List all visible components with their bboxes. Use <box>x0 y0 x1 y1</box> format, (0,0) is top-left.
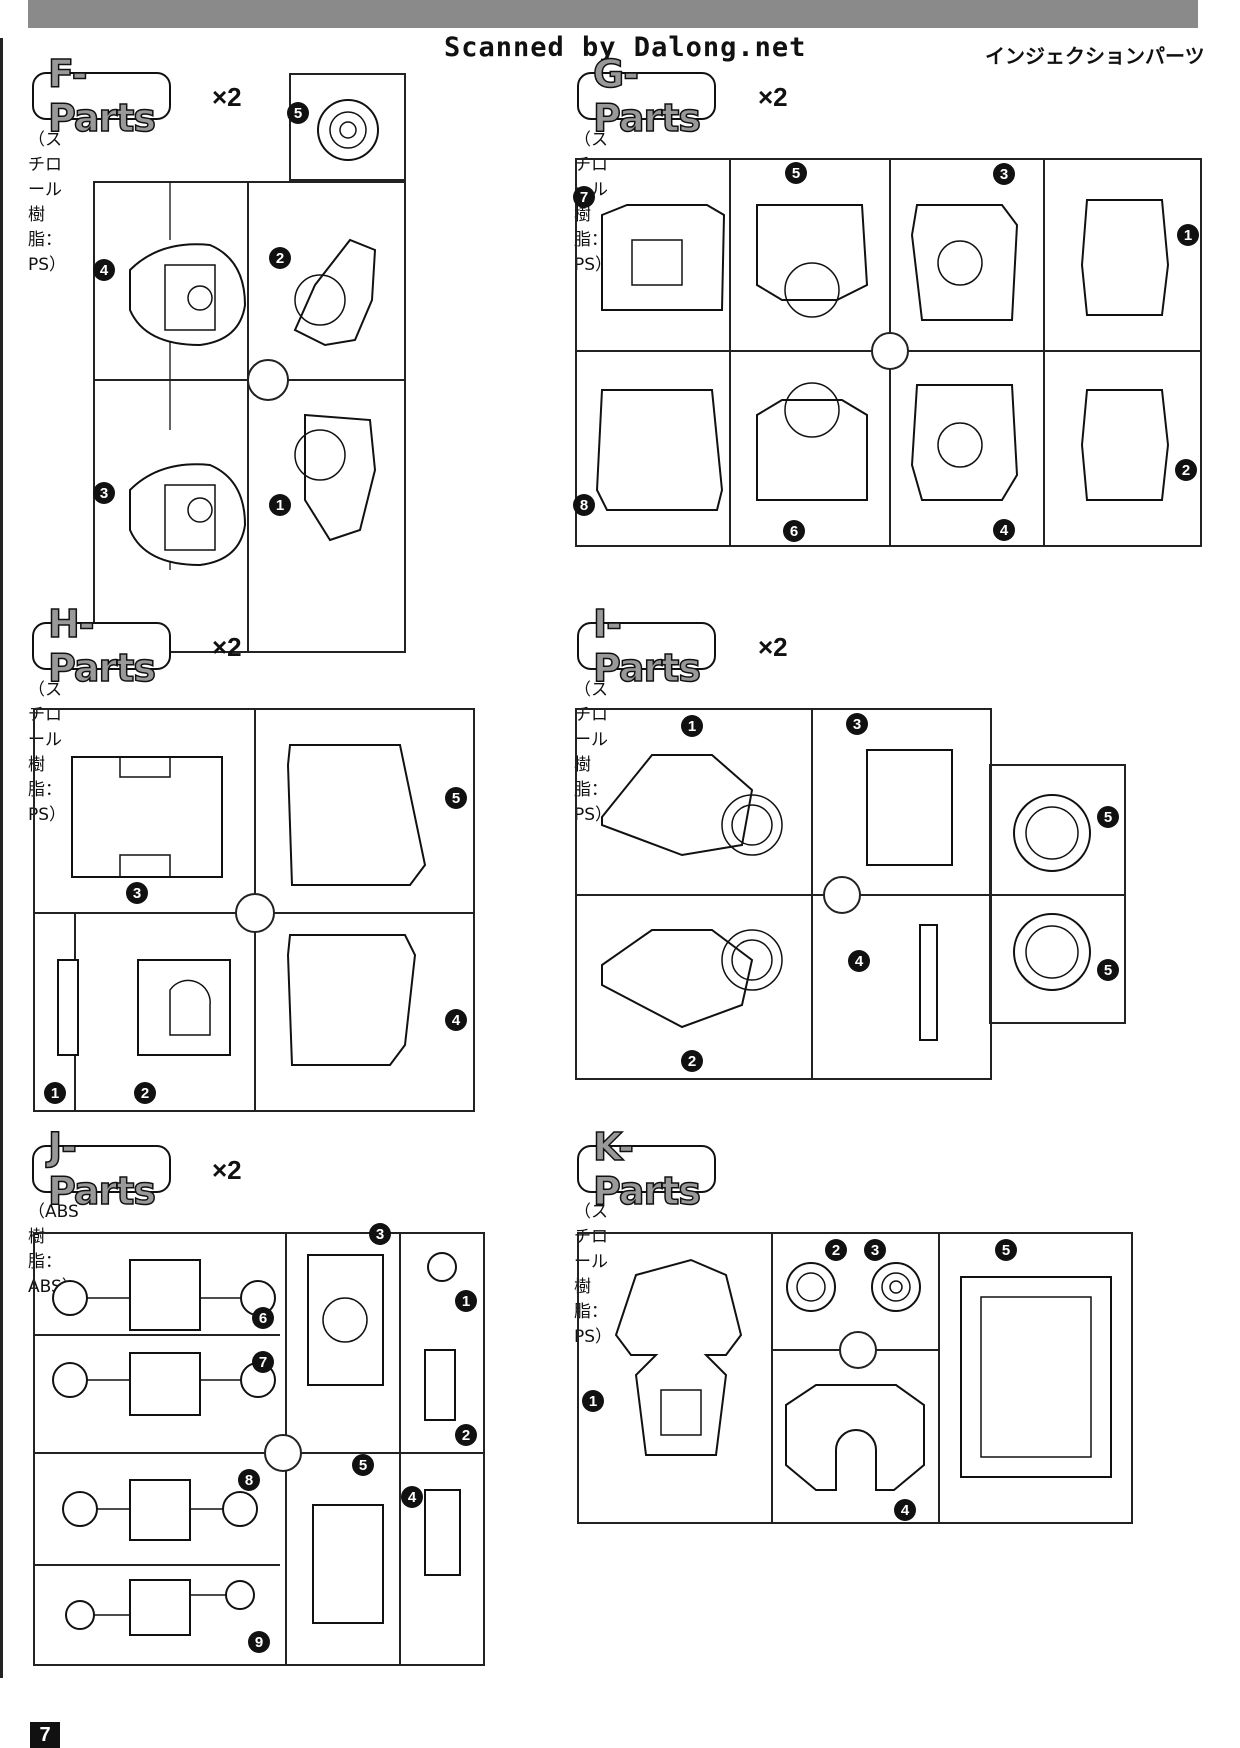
f-parts-material: （スチロール樹脂：PS） <box>28 130 67 275</box>
k-parts-runner: 2 3 5 1 4 <box>577 1232 1133 1524</box>
svg-text:6: 6 <box>259 1310 267 1327</box>
section-title: インジェクションパーツ <box>985 44 1205 68</box>
svg-text:2: 2 <box>276 250 284 267</box>
g-label-8: 8 <box>573 494 595 516</box>
j-label-7: 7 <box>252 1351 274 1373</box>
f-label-5: 5 <box>287 102 309 124</box>
svg-text:2: 2 <box>462 1427 470 1444</box>
h-label-3: 3 <box>126 882 148 904</box>
i-label-1: 1 <box>681 715 703 737</box>
top-bar <box>28 0 1198 28</box>
svg-text:3: 3 <box>1000 166 1008 183</box>
svg-text:8: 8 <box>580 497 588 514</box>
svg-text:2: 2 <box>141 1085 149 1102</box>
i-parts-runner: 1 3 4 2 5 5 <box>575 708 1126 1080</box>
svg-text:5: 5 <box>1104 809 1112 826</box>
i-label-2: 2 <box>681 1050 703 1072</box>
svg-text:6: 6 <box>790 523 798 540</box>
f-parts-runner: 5 4 2 3 1 <box>93 73 406 653</box>
h-label-5: 5 <box>445 787 467 809</box>
svg-text:1: 1 <box>1184 227 1192 244</box>
svg-text:1: 1 <box>688 718 696 735</box>
j-label-2: 2 <box>455 1424 477 1446</box>
k-label-2: 2 <box>825 1239 847 1261</box>
h-parts-multiplier: ×2 <box>212 632 242 662</box>
k-label-4: 4 <box>894 1499 916 1521</box>
svg-text:8: 8 <box>245 1472 253 1489</box>
j-label-1: 1 <box>455 1290 477 1312</box>
page-number: 7 <box>30 1722 60 1748</box>
svg-text:3: 3 <box>376 1226 384 1243</box>
k-parts-title: K-Parts <box>577 1124 716 1214</box>
j-label-9: 9 <box>248 1631 270 1653</box>
svg-text:4: 4 <box>452 1012 461 1029</box>
svg-text:7: 7 <box>259 1354 267 1371</box>
svg-text:5: 5 <box>1002 1242 1010 1259</box>
svg-text:5: 5 <box>359 1457 367 1474</box>
svg-text:5: 5 <box>452 790 460 807</box>
k-label-3: 3 <box>864 1239 886 1261</box>
j-label-8: 8 <box>238 1469 260 1491</box>
i-parts-title: I-Parts <box>577 601 716 691</box>
h-parts-runner: 3 5 4 1 2 <box>33 708 475 1112</box>
i-parts-multiplier: ×2 <box>758 632 788 662</box>
svg-text:3: 3 <box>100 485 108 502</box>
svg-text:3: 3 <box>871 1242 879 1259</box>
j-parts-multiplier: ×2 <box>212 1155 242 1185</box>
g-label-1: 1 <box>1177 224 1199 246</box>
left-rule <box>0 38 3 1678</box>
svg-text:9: 9 <box>255 1634 263 1651</box>
j-parts-runner: 3 1 6 7 2 5 8 4 9 <box>33 1223 485 1666</box>
g-parts-title: G-Parts <box>577 51 716 141</box>
h-label-4: 4 <box>445 1009 467 1031</box>
watermark: Scanned by Dalong.net <box>444 32 807 63</box>
g-parts-runner: 7 5 3 1 8 6 4 2 <box>573 158 1202 547</box>
svg-text:3: 3 <box>133 885 141 902</box>
svg-text:2: 2 <box>832 1242 840 1259</box>
svg-text:4: 4 <box>1000 522 1009 539</box>
svg-text:1: 1 <box>51 1085 59 1102</box>
svg-text:2: 2 <box>688 1053 696 1070</box>
j-label-4: 4 <box>401 1486 423 1508</box>
j-label-3: 3 <box>369 1223 391 1245</box>
svg-text:2: 2 <box>1182 462 1190 479</box>
svg-text:4: 4 <box>855 953 864 970</box>
g-parts-multiplier: ×2 <box>758 82 788 112</box>
svg-text:4: 4 <box>408 1489 417 1506</box>
i-label-4: 4 <box>848 950 870 972</box>
svg-text:3: 3 <box>853 716 861 733</box>
f-label-2: 2 <box>269 247 291 269</box>
h-label-1: 1 <box>44 1082 66 1104</box>
g-label-5: 5 <box>785 162 807 184</box>
svg-text:1: 1 <box>462 1293 470 1310</box>
f-parts-multiplier: ×2 <box>212 82 242 112</box>
j-label-6: 6 <box>252 1307 274 1329</box>
h-parts-title: H-Parts <box>32 601 171 691</box>
g-label-2: 2 <box>1175 459 1197 481</box>
svg-text:4: 4 <box>901 1502 910 1519</box>
j-label-5: 5 <box>352 1454 374 1476</box>
i-label-5a: 5 <box>1097 806 1119 828</box>
g-label-3: 3 <box>993 163 1015 185</box>
f-label-1: 1 <box>269 494 291 516</box>
h-label-2: 2 <box>134 1082 156 1104</box>
svg-text:1: 1 <box>276 497 284 514</box>
f-label-4: 4 <box>93 259 115 281</box>
svg-text:5: 5 <box>1104 962 1112 979</box>
g-label-4: 4 <box>993 519 1015 541</box>
j-parts-title: J-Parts <box>32 1124 171 1214</box>
g-label-6: 6 <box>783 520 805 542</box>
svg-text:4: 4 <box>100 262 109 279</box>
svg-text:5: 5 <box>294 105 302 122</box>
k-label-5: 5 <box>995 1239 1017 1261</box>
k-label-1: 1 <box>582 1390 604 1412</box>
f-label-3: 3 <box>93 482 115 504</box>
svg-text:1: 1 <box>589 1393 597 1410</box>
i-label-3: 3 <box>846 713 868 735</box>
g-label-7: 7 <box>573 186 595 208</box>
svg-text:5: 5 <box>792 165 800 182</box>
i-label-5b: 5 <box>1097 959 1119 981</box>
svg-text:7: 7 <box>580 189 588 206</box>
